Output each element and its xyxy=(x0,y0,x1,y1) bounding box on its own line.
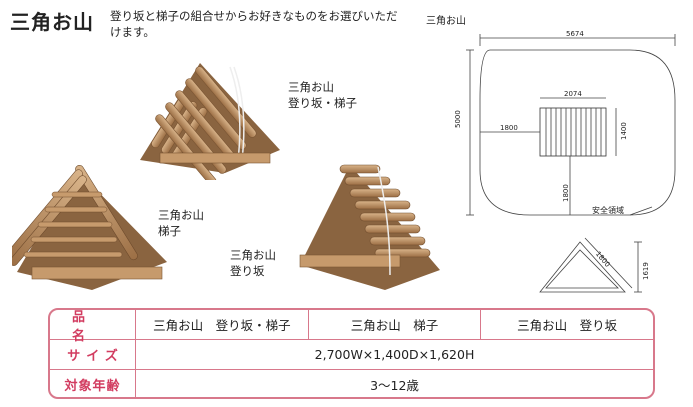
product-photo-slope xyxy=(299,164,440,290)
caption-slope: 三角お山 登り坂 xyxy=(230,247,276,279)
safety-zone-label: 安全領域 xyxy=(592,206,624,215)
caption-slope-line1: 三角お山 xyxy=(230,248,276,262)
spec-row-size: サイズ 2,700W×1,400D×1,620H xyxy=(50,340,653,370)
product-photo-combo xyxy=(140,63,280,180)
spec-age-value: 3〜12歳 xyxy=(370,378,419,393)
dim-left-clearance: 1800 xyxy=(500,124,518,132)
product-photo-ladder xyxy=(12,164,167,290)
spec-name-cell-3: 三角お山 登り坂 xyxy=(480,310,653,339)
dim-side-height: 1619 xyxy=(642,262,650,280)
spec-row-name: 品名 三角お山 登り坂・梯子 三角お山 梯子 三角お山 登り坂 xyxy=(50,310,653,344)
caption-ladder-line2: 梯子 xyxy=(158,224,181,238)
caption-combo-line2: 登り坂・梯子 xyxy=(288,96,357,110)
dim-inner-depth: 1400 xyxy=(620,122,628,140)
page-title: 三角お山 xyxy=(10,10,94,34)
spec-header-age: 対象年齢 xyxy=(50,370,136,397)
plan-svg xyxy=(466,34,676,293)
spec-row-age: 対象年齢 3〜12歳 xyxy=(50,370,653,397)
caption-slope-line2: 登り坂 xyxy=(230,264,265,278)
caption-ladder-line1: 三角お山 xyxy=(158,208,204,222)
spec-header-name: 品名 xyxy=(50,310,136,344)
plan-title: 三角お山 xyxy=(426,16,466,27)
dim-height-total: 5000 xyxy=(454,110,462,128)
dim-inner-width: 2074 xyxy=(564,90,582,98)
spec-name-cell-1: 三角お山 登り坂・梯子 xyxy=(153,318,291,333)
spec-table: 品名 三角お山 登り坂・梯子 三角お山 梯子 三角お山 登り坂 サイズ 2,70… xyxy=(48,308,655,399)
plan-drawing: 三角お山 567 xyxy=(420,10,690,310)
dim-bottom-clearance: 1800 xyxy=(562,184,570,202)
caption-combo: 三角お山 登り坂・梯子 xyxy=(288,79,357,111)
caption-combo-line1: 三角お山 xyxy=(288,80,334,94)
spec-header-size: サイズ xyxy=(50,340,136,369)
product-description: 登り坂と梯子の組合せからお好きなものをお選びいただけます。 xyxy=(110,9,398,39)
caption-ladder: 三角お山 梯子 xyxy=(158,207,204,239)
dim-width-total: 5674 xyxy=(566,30,584,38)
spec-name-cell-2: 三角お山 梯子 xyxy=(307,310,481,339)
spec-size-value: 2,700W×1,400D×1,620H xyxy=(314,347,475,362)
